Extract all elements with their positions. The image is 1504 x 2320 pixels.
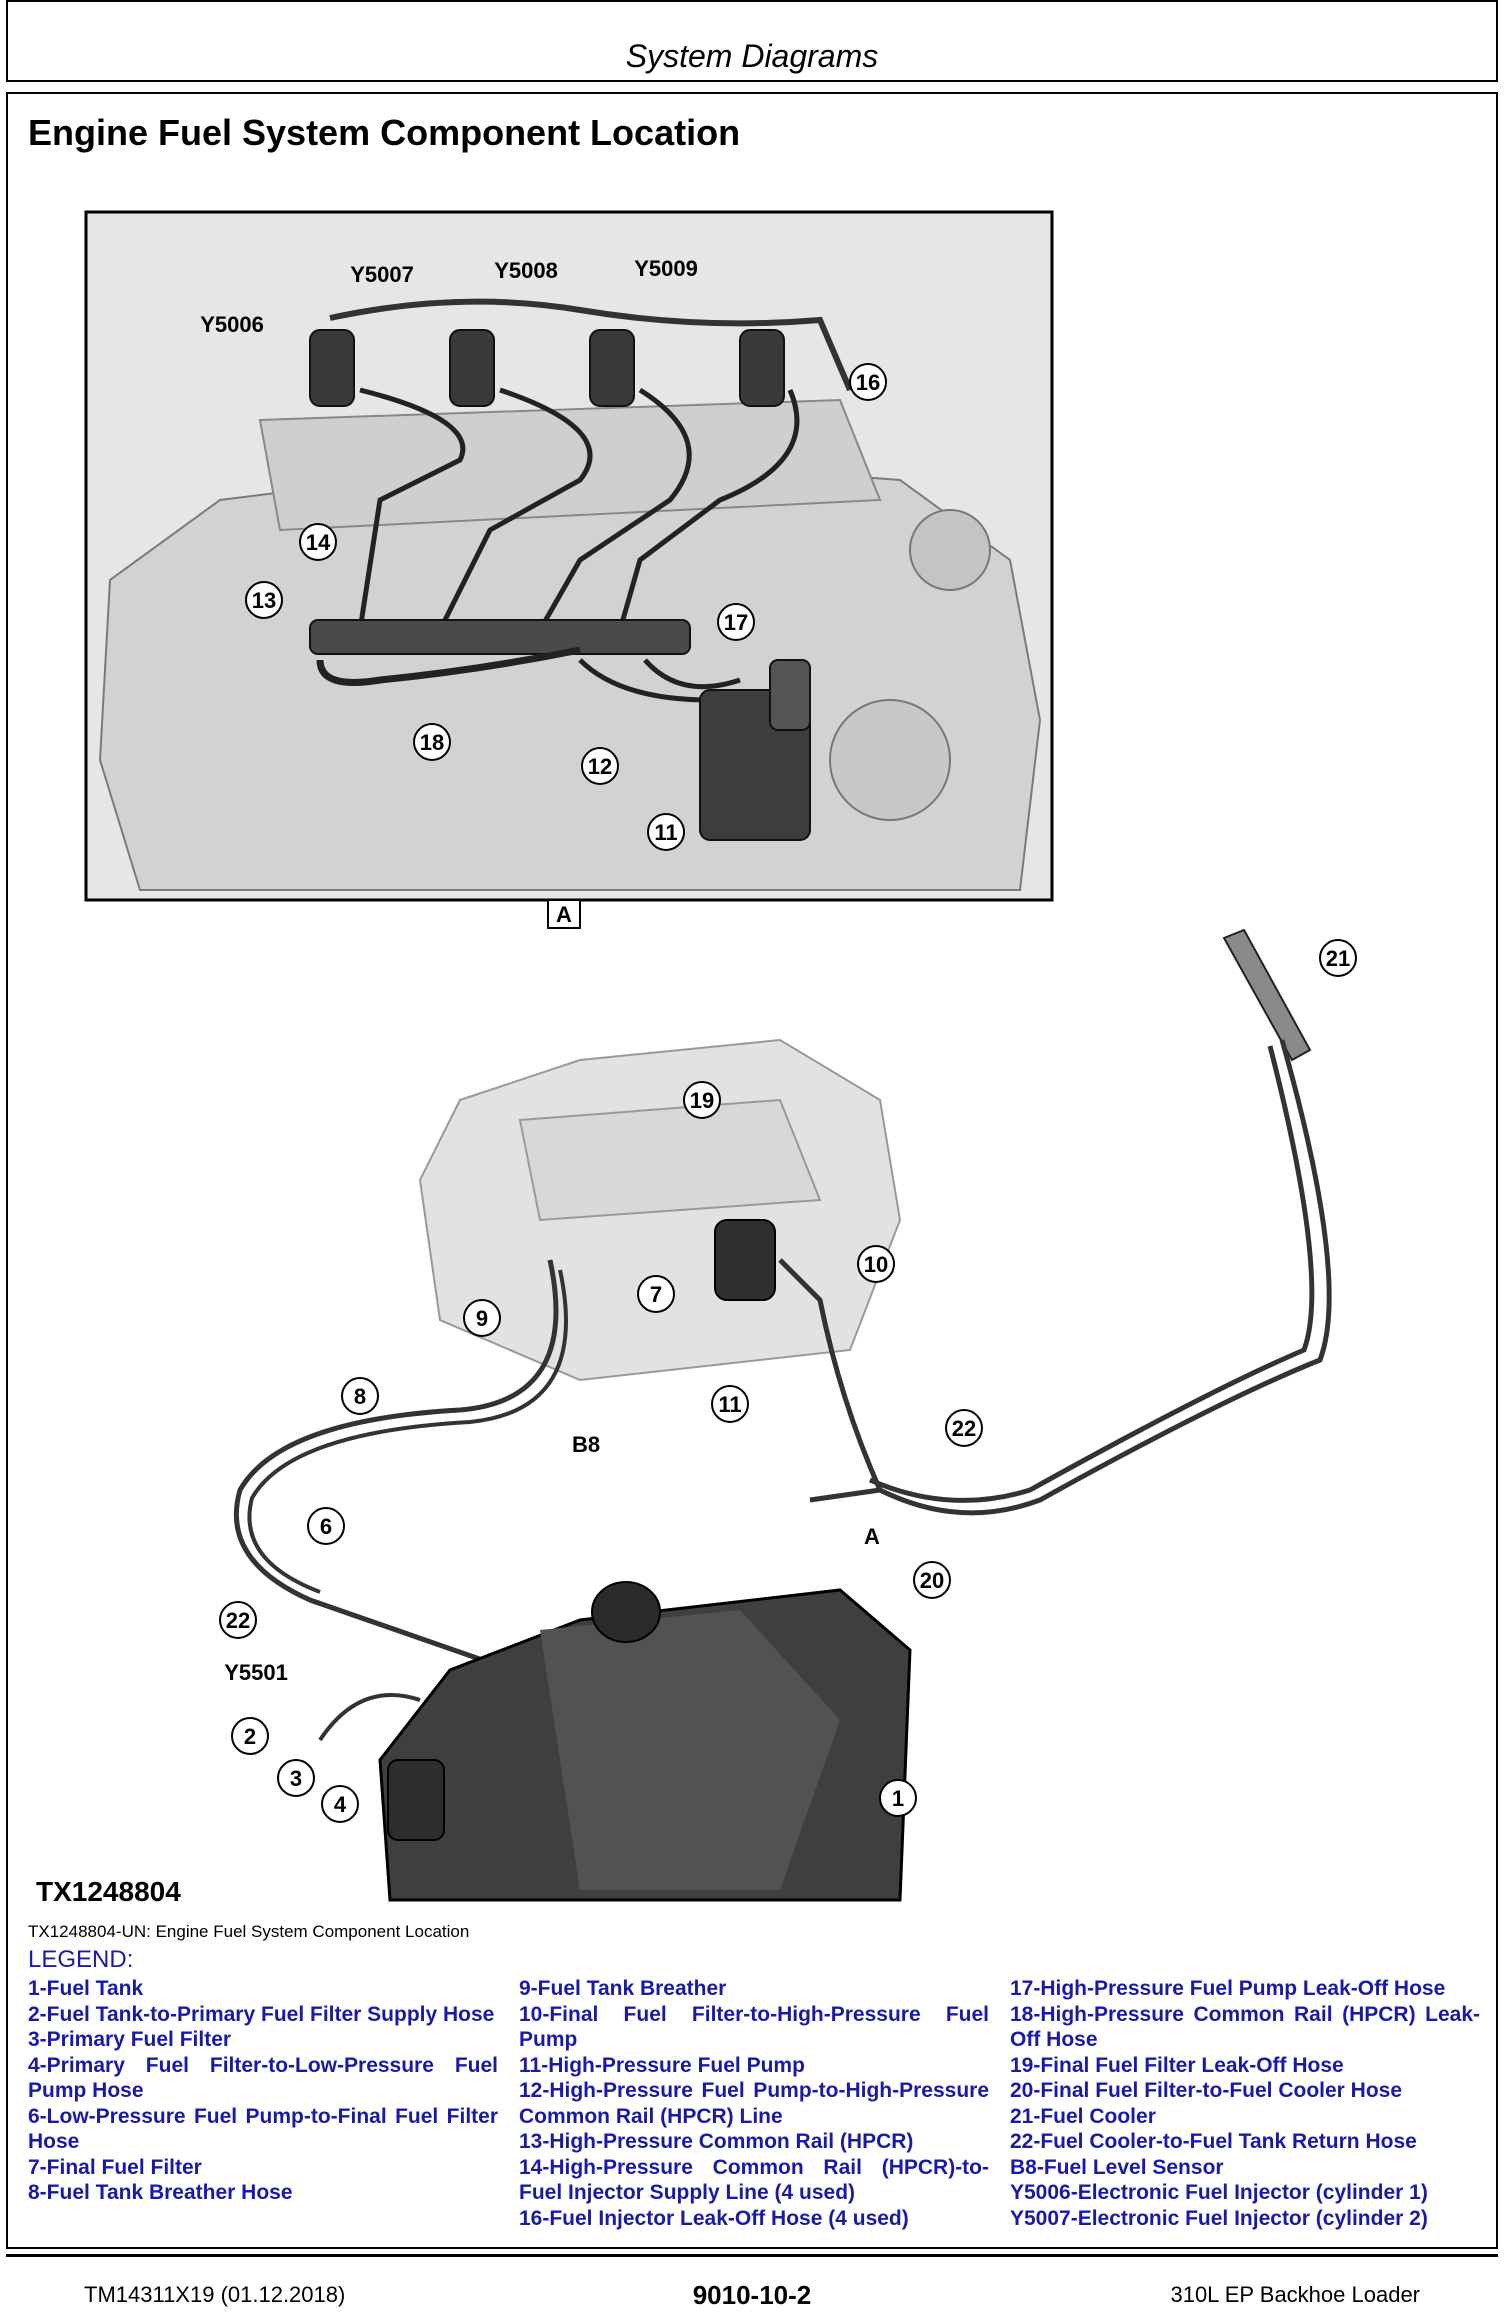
legend-item: 2-Fuel Tank-to-Primary Fuel Filter Suppl…: [28, 2002, 495, 2026]
callout-y5007: Y5007: [350, 262, 414, 287]
legend-item: 1-Fuel Tank: [28, 1977, 144, 2000]
fuel-system-illustration: A Y5006 Y5007 Y5008 Y5009 16: [84, 210, 1357, 1902]
callout-13: 13: [252, 588, 276, 613]
legend-item: 3-Primary Fuel Filter: [28, 2028, 232, 2051]
callout-19: 19: [690, 1088, 714, 1113]
legend-item: 4-Primary Fuel Filter-to-Low-Pressure Fu…: [28, 2053, 498, 2103]
legend-item: 21-Fuel Cooler: [1010, 2104, 1156, 2128]
callout-9: 9: [476, 1306, 488, 1331]
legend-item: 12-High-Pressure Fuel Pump-to-High-Press…: [519, 2079, 989, 2128]
callout-6: 6: [320, 1514, 332, 1539]
footer-product-name: 310L EP Backhoe Loader: [1170, 2282, 1420, 2307]
callout-18: 18: [420, 730, 444, 755]
callout-2: 2: [244, 1724, 256, 1749]
callout-17: 17: [724, 610, 748, 635]
overall-view: [233, 928, 1332, 1902]
legend-item: 8-Fuel Tank Breather Hose: [28, 2181, 293, 2204]
legend-item: 13-High-Pressure Common Rail (HPCR): [519, 2130, 914, 2153]
legend-item: B8-Fuel Level Sensor: [1010, 2155, 1224, 2179]
content-frame: [6, 92, 1498, 2249]
legend-column-3: 17-High-Pressure Fuel Pump Leak-Off Hose…: [1010, 1976, 1480, 2231]
callout-1: 1: [892, 1786, 904, 1811]
footer-divider: [6, 2254, 1498, 2257]
legend-column-1: 1-Fuel Tank 2-Fuel Tank-to-Primary Fuel …: [28, 1976, 498, 2206]
detail-view-a: A: [84, 210, 1054, 929]
figure-id: TX1248804: [36, 1876, 181, 1907]
legend-item: 10-Final Fuel Filter-to-High-Pressure Fu…: [519, 2002, 989, 2052]
callouts: Y5006 Y5007 Y5008 Y5009 16 14 13 18 17 1…: [200, 256, 1357, 1823]
callout-8: 8: [354, 1384, 366, 1409]
callout-14: 14: [306, 530, 331, 555]
callout-a-arrow: A: [864, 1524, 880, 1549]
legend-item: 19-Final Fuel Filter Leak-Off Hose: [1010, 2053, 1344, 2077]
legend-item: 9-Fuel Tank Breather: [519, 1977, 727, 2000]
callout-21: 21: [1326, 946, 1350, 971]
legend-item: 7-Final Fuel Filter: [28, 2155, 202, 2179]
callout-16: 16: [856, 370, 880, 395]
legend-item: 18-High-Pressure Common Rail (HPCR) Leak…: [1010, 2002, 1480, 2052]
callout-4: 4: [334, 1792, 347, 1817]
legend-item: Y5006-Electronic Fuel Injector (cylinder…: [1010, 2181, 1428, 2204]
callout-3: 3: [290, 1766, 302, 1791]
callout-y5501: Y5501: [224, 1660, 288, 1685]
footer-doc-id: TM14311X19 (01.12.2018): [84, 2282, 346, 2307]
legend-item: 16-Fuel Injector Leak-Off Hose (4 used): [519, 2206, 909, 2230]
legend-item: Y5007-Electronic Fuel Injector (cylinder…: [1010, 2206, 1428, 2230]
callout-11-top: 11: [654, 820, 677, 845]
legend-column-2: 9-Fuel Tank Breather 10-Final Fuel Filte…: [519, 1976, 989, 2231]
legend-item: 17-High-Pressure Fuel Pump Leak-Off Hose: [1010, 1977, 1446, 2000]
callout-12: 12: [588, 754, 612, 779]
callout-y5008: Y5008: [494, 258, 558, 283]
legend-item: 14-High-Pressure Common Rail (HPCR)-to-F…: [519, 2155, 989, 2205]
legend-title: LEGEND:: [28, 1946, 134, 1973]
page-header-title: System Diagrams: [625, 38, 879, 74]
header-frame: [6, 0, 1498, 82]
callout-y5009: Y5009: [634, 256, 698, 281]
callout-7: 7: [650, 1282, 662, 1307]
view-label-a: A: [556, 902, 572, 927]
callout-11-bottom: 11: [718, 1392, 741, 1417]
callout-10: 10: [864, 1252, 888, 1277]
callout-22-left: 22: [226, 1608, 250, 1633]
legend-item: 22-Fuel Cooler-to-Fuel Tank Return Hose: [1010, 2130, 1417, 2153]
legend-item: 6-Low-Pressure Fuel Pump-to-Final Fuel F…: [28, 2104, 498, 2154]
section-title: Engine Fuel System Component Location: [28, 112, 741, 153]
callout-b8: B8: [572, 1432, 600, 1457]
callout-y5006: Y5006: [200, 312, 264, 337]
legend-item: 11-High-Pressure Fuel Pump: [519, 2053, 805, 2077]
callout-20: 20: [920, 1568, 944, 1593]
footer-page-number: 9010-10-2: [692, 2280, 812, 2310]
callout-22-right: 22: [952, 1416, 976, 1441]
figure-caption: TX1248804-UN: Engine Fuel System Compone…: [28, 1922, 470, 1941]
legend-item: 20-Final Fuel Filter-to-Fuel Cooler Hose: [1010, 2079, 1403, 2102]
